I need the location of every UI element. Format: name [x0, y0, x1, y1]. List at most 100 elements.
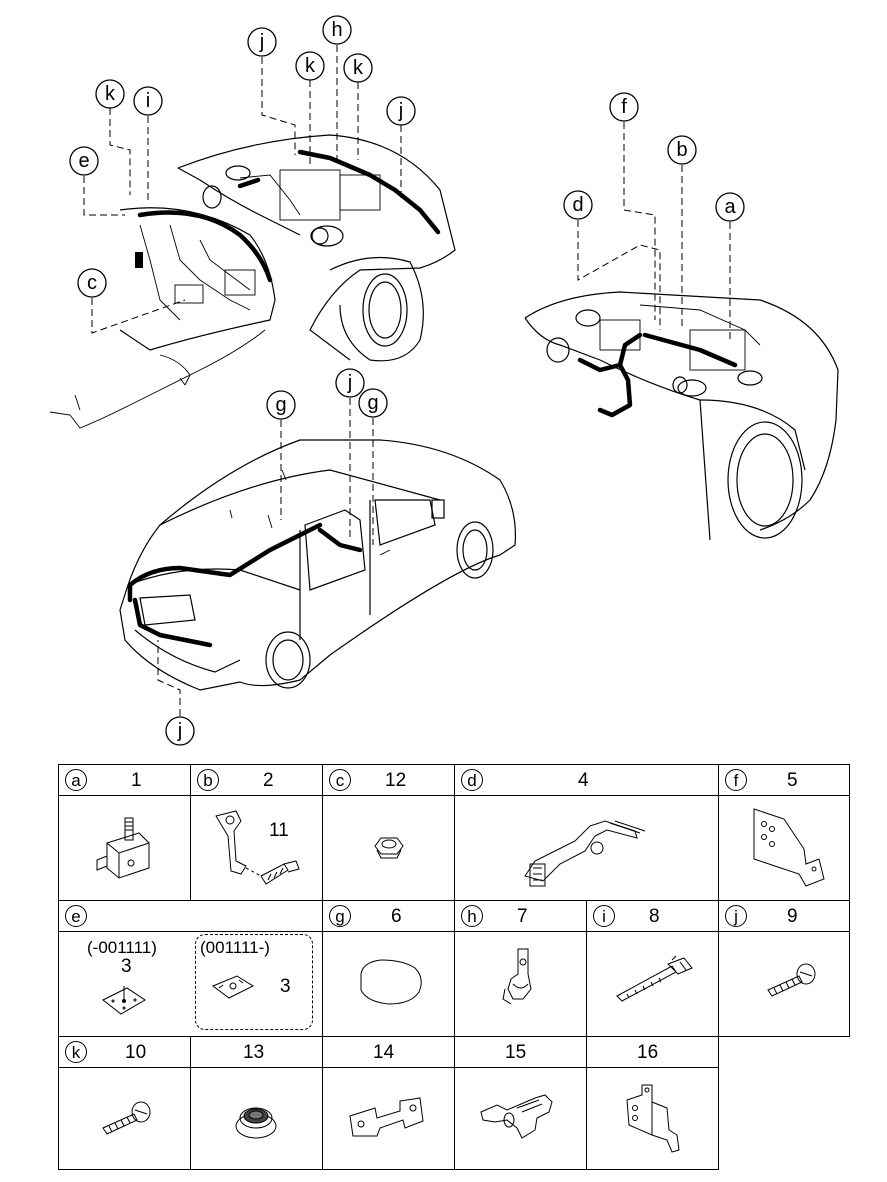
part-number-11: 11 — [269, 820, 289, 841]
part-number-16: 16 — [637, 1042, 659, 1063]
part-number-3-left: 3 — [121, 956, 132, 977]
callout-b-1: b — [667, 135, 697, 165]
callout-d-1: d — [563, 190, 593, 220]
part-image-cell-9 — [718, 931, 850, 1037]
svg-text:h: h — [331, 19, 342, 41]
svg-text:i: i — [146, 90, 150, 112]
svg-text:j: j — [259, 31, 264, 53]
letter-e: e — [65, 905, 87, 927]
svg-text:j: j — [177, 720, 182, 742]
header-b: b 2 — [190, 764, 323, 796]
part-number-6: 6 — [391, 906, 402, 927]
part-number-5: 5 — [787, 770, 798, 791]
cable-tie-icon — [612, 954, 702, 1004]
part-number-2: 2 — [263, 770, 274, 791]
svg-text:g: g — [275, 394, 286, 416]
header-16: 16 — [586, 1036, 719, 1068]
full-vehicle-view — [119, 439, 517, 691]
callout-c-1: c — [77, 268, 107, 298]
connector-bracket-icon — [515, 806, 655, 896]
letter-d: d — [461, 769, 483, 791]
part-image-cell-2: 11 — [190, 795, 323, 901]
callout-a-1: a — [715, 192, 745, 222]
header-13: 13 — [190, 1036, 323, 1068]
svg-text:f: f — [621, 96, 627, 118]
rear-trunk-view — [524, 291, 839, 541]
part-number-7: 7 — [517, 906, 528, 927]
part-image-cell-7 — [454, 931, 587, 1037]
callout-g-1: g — [266, 390, 296, 420]
part-image-cell-1 — [58, 795, 191, 901]
callout-k-2: k — [343, 53, 373, 83]
callout-j-3: j — [335, 368, 365, 398]
part-image-cell-16 — [586, 1067, 719, 1170]
letter-i: i — [593, 905, 615, 927]
header-d: d 4 — [454, 764, 719, 796]
svg-text:j: j — [398, 100, 403, 122]
part-number-9: 9 — [787, 906, 798, 927]
header-k: k 10 — [58, 1036, 191, 1068]
callout-j-1: j — [247, 27, 277, 57]
bolt-icon — [99, 1098, 159, 1138]
part-image-cell-14 — [322, 1067, 455, 1170]
part-image-cell-8 — [586, 931, 719, 1037]
bracket-stud-icon — [89, 808, 169, 888]
header-i: i 8 — [586, 900, 719, 932]
callout-k-3: k — [95, 79, 125, 109]
part-number-14: 14 — [373, 1042, 395, 1063]
svg-text:a: a — [724, 196, 736, 218]
plate-bracket-icon — [744, 804, 834, 894]
letter-f: f — [725, 769, 747, 791]
svg-text:g: g — [367, 392, 378, 414]
header-e: e — [58, 900, 323, 932]
part-image-cell-6 — [322, 931, 455, 1037]
letter-k: k — [65, 1041, 87, 1063]
bracket-14-icon — [345, 1096, 435, 1141]
header-14: 14 — [322, 1036, 455, 1068]
svg-text:d: d — [572, 194, 583, 216]
callout-j-4: j — [165, 716, 195, 746]
callout-f-1: f — [609, 92, 639, 122]
code-before: (-001111) — [87, 938, 157, 957]
letter-b: b — [197, 769, 219, 791]
part-image-cell-e: (-001111) 3 (001111-) 3 — [58, 931, 323, 1037]
header-f: f 5 — [718, 764, 850, 796]
letter-c: c — [329, 769, 351, 791]
leader-lines — [83, 45, 731, 716]
part-number-15: 15 — [505, 1042, 527, 1063]
part-number-10: 10 — [125, 1042, 147, 1063]
svg-text:b: b — [676, 139, 687, 161]
svg-text:k: k — [353, 57, 364, 79]
wiring-diagram-illustration: j k h k j k i e c f b d a g j g j — [49, 15, 839, 746]
parts-table: a 1 b 2 c 12 d 4 f 5 11 — [58, 764, 850, 1170]
part-image-cell-4 — [454, 795, 719, 901]
header-c: c 12 — [322, 764, 455, 796]
part-number-12: 12 — [385, 770, 407, 791]
part-image-cell-13 — [190, 1067, 323, 1170]
svg-text:c: c — [87, 272, 97, 294]
variant-box — [195, 934, 313, 1030]
callout-g-2: g — [358, 388, 388, 418]
part-image-cell-10 — [58, 1067, 191, 1170]
pad-left-icon — [99, 980, 149, 1020]
bracket-15-icon — [477, 1090, 567, 1145]
letter-j: j — [725, 905, 747, 927]
header-g: g 6 — [322, 900, 455, 932]
letter-a: a — [65, 769, 87, 791]
letter-h: h — [461, 905, 483, 927]
callout-i-1: i — [133, 86, 163, 116]
part-image-cell-15 — [454, 1067, 587, 1170]
header-15: 15 — [454, 1036, 587, 1068]
callout-j-2: j — [386, 96, 416, 126]
header-h: h 7 — [454, 900, 587, 932]
part-number-1: 1 — [131, 770, 142, 791]
letter-g: g — [329, 905, 351, 927]
clip-icon — [493, 944, 553, 1014]
nut-icon — [371, 832, 407, 862]
svg-text:k: k — [105, 83, 116, 105]
plug-cap-icon — [353, 954, 428, 1009]
part-number-3-right: 3 — [280, 976, 291, 997]
screw-icon — [764, 960, 824, 1000]
pad-right-icon — [209, 970, 259, 1006]
callout-k-1: k — [295, 51, 325, 81]
